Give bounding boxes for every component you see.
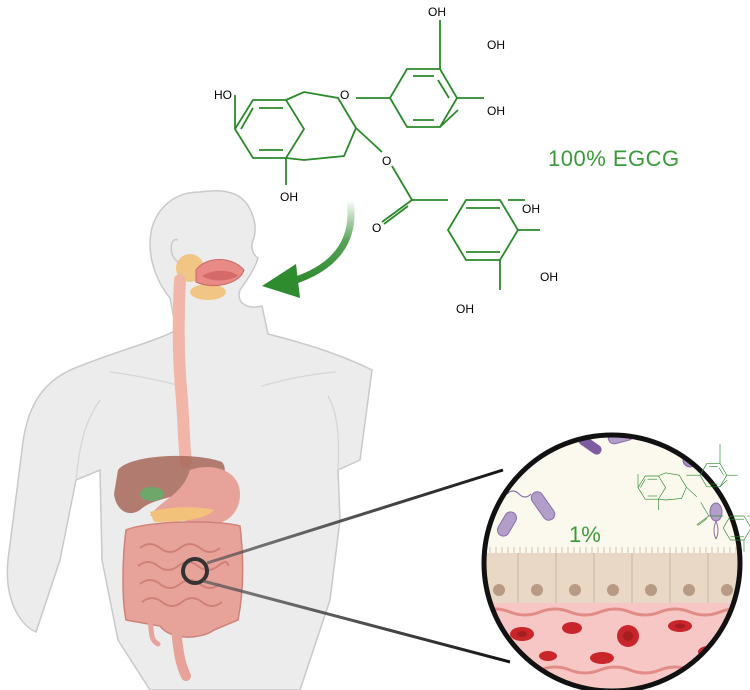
arrow-head [262, 264, 300, 298]
zoom-connector [202, 468, 511, 664]
pancreas [150, 507, 214, 522]
dose-label: 100% EGCG [548, 146, 680, 171]
clavicle-right [261, 371, 337, 387]
appendix [147, 617, 161, 647]
salivary-gland-lower [190, 284, 226, 300]
zoom-line-upper [206, 468, 504, 565]
magnifier-ring-icon [181, 557, 209, 585]
arrow-icon [286, 196, 355, 286]
zoom-line-lower [202, 579, 511, 664]
ear [170, 238, 179, 263]
human-body [6, 189, 373, 690]
epithelial-cells [517, 553, 709, 603]
rectum [171, 623, 191, 681]
cell-nuclei [493, 584, 733, 596]
gallbladder [140, 487, 164, 501]
absorbed-label: 1% [569, 522, 601, 547]
arm-line-left [75, 399, 101, 481]
tongue [202, 270, 238, 281]
zoom-circle-border [481, 432, 743, 690]
arm-line-right [327, 395, 340, 471]
blood-cell-centers [517, 623, 685, 641]
esophagus [172, 274, 192, 468]
microvilli [484, 547, 740, 553]
clavicle-left [109, 371, 181, 387]
vessel-wall-upper [484, 607, 740, 617]
